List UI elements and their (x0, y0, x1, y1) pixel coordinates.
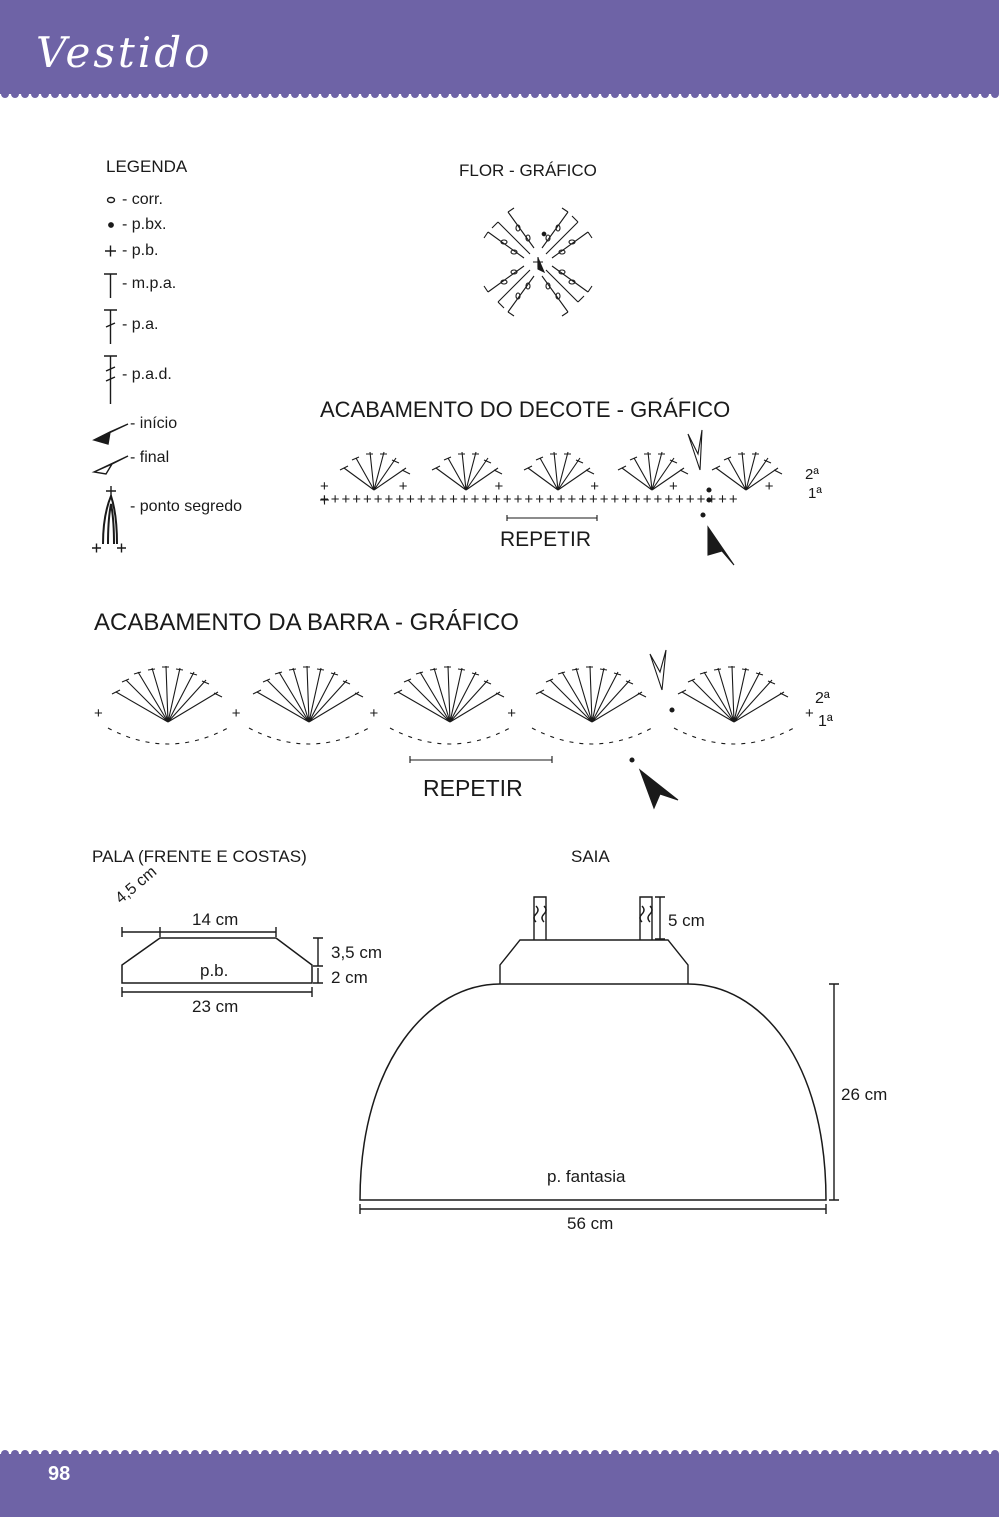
neckline-row-2-label: 2ª (805, 466, 819, 483)
legend-label-secret: - ponto segredo (130, 498, 243, 515)
skirt-title: SAIA (571, 847, 610, 866)
neckline-row-1-label: 1ª (808, 485, 822, 502)
hem-repeat-label: REPETIR (423, 775, 523, 801)
yoke-height-upper: 3,5 cm (331, 943, 383, 962)
legend-label-treble: - p.a.d. (122, 366, 172, 383)
legend-label-end: - final (130, 449, 170, 466)
header-scallop-edge (0, 89, 999, 99)
skirt-diagram (359, 896, 839, 1214)
neckline-chart-title: ACABAMENTO DO DECOTE - GRÁFICO (320, 397, 731, 422)
start-arrow-icon (92, 423, 129, 445)
skirt-stitch-label: p. fantasia (547, 1167, 626, 1186)
skirt-strap-measure: 5 cm (668, 911, 705, 930)
single-crochet-icon (105, 245, 116, 257)
skirt-width-measure: 56 cm (567, 1214, 614, 1233)
yoke-height-lower: 2 cm (331, 968, 368, 987)
yoke-diagram (121, 927, 323, 997)
hem-row-2-stitches: + + + + + (94, 705, 815, 722)
page-number: 98 (48, 1463, 71, 1485)
hem-chart (107, 649, 795, 810)
skirt-height-measure: 26 cm (841, 1085, 888, 1104)
legend-label-start: - início (130, 415, 178, 432)
neckline-chart (320, 429, 783, 566)
neckline-repeat-label: REPETIR (500, 528, 592, 551)
chain-stitch-icon (106, 196, 116, 204)
header-band (0, 0, 999, 94)
half-double-crochet-icon (104, 273, 117, 298)
legend-heading: LEGENDA (106, 157, 188, 176)
neckline-row-2-stitches: + + + + + + (320, 478, 776, 495)
slip-stitch-icon (108, 222, 114, 228)
page-title: Vestido (36, 28, 213, 77)
footer-scallop-edge (0, 1449, 999, 1459)
legend-label-single: - p.b. (122, 242, 159, 259)
legend-label-half-double: - m.p.a. (122, 275, 177, 292)
treble-crochet-icon (104, 355, 117, 404)
flower-chart (483, 207, 593, 317)
hem-chart-title: ACABAMENTO DA BARRA - GRÁFICO (94, 609, 519, 636)
end-arrow-icon (91, 455, 129, 475)
neckline-row-1-stitches: +++++++++++++++++++++++++++++++++++++++ (320, 491, 740, 508)
legend-label-double: - p.a. (122, 316, 159, 333)
double-crochet-icon (104, 309, 117, 344)
legend-label-slip: - p.bx. (122, 216, 167, 233)
yoke-stitch-label: p.b. (200, 961, 229, 980)
secret-stitch-icon (92, 486, 126, 553)
legend-label-chain: - corr. (122, 191, 163, 208)
hem-row-2-label: 2ª (815, 690, 830, 707)
yoke-bottom-width: 23 cm (192, 997, 239, 1016)
flower-chart-title: FLOR - GRÁFICO (459, 161, 597, 180)
yoke-title: PALA (FRENTE E COSTAS) (92, 847, 307, 866)
yoke-top-width: 14 cm (192, 910, 239, 929)
footer-band (0, 1454, 999, 1517)
hem-row-1-label: 1ª (818, 713, 833, 730)
